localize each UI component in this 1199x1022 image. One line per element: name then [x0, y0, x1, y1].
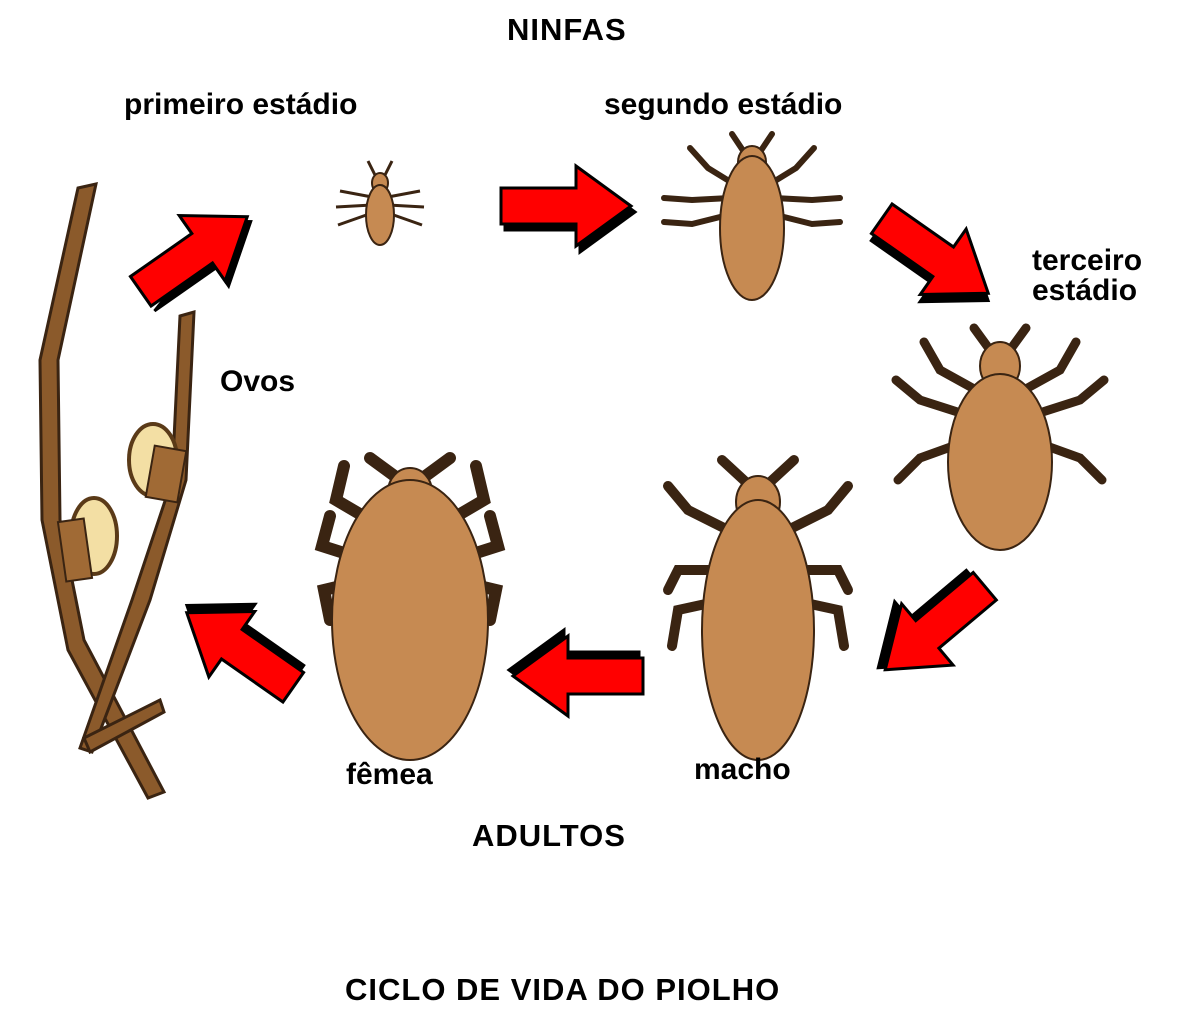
arrow-male-to-female	[509, 630, 643, 716]
adults-heading: ADULTOS	[472, 818, 626, 854]
arrow-eggs-to-first	[118, 184, 274, 329]
arrow-third-to-male	[853, 551, 1011, 703]
male-adult-louse	[668, 460, 848, 760]
arrow-second-to-third	[855, 186, 1014, 333]
stage-label-first: primeiro estádio	[124, 88, 357, 122]
stage-label-male: macho	[694, 753, 791, 787]
stage-label-second: segundo estádio	[604, 88, 842, 122]
first-stage-nymph	[336, 161, 424, 245]
cycle-arrows	[118, 166, 1015, 720]
arrow-first-to-second	[501, 166, 635, 252]
female-adult-louse	[322, 458, 498, 760]
nymphs-heading: NINFAS	[507, 12, 627, 48]
second-stage-nymph	[664, 134, 840, 300]
diagram-title: CICLO DE VIDA DO PIOLHO	[345, 972, 780, 1008]
stage-label-eggs: Ovos	[220, 365, 295, 399]
stage-label-female: fêmea	[346, 758, 433, 792]
stage-label-third-line2: estádio	[1032, 274, 1137, 308]
arrow-female-to-eggs	[161, 573, 320, 720]
stage-label-third-line1: terceiro	[1032, 244, 1142, 278]
third-stage-nymph	[896, 328, 1104, 550]
